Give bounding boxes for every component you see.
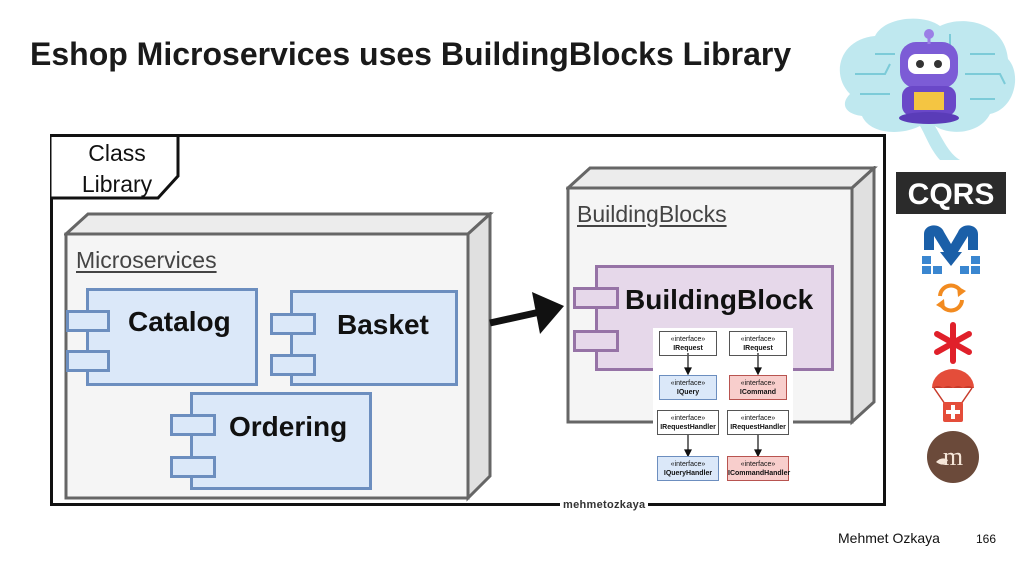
slide-title: Eshop Microservices uses BuildingBlocks … [30,36,792,72]
sync-icon [936,283,966,313]
dependency-arrow [489,292,564,334]
basket-component [290,290,458,386]
mediatr-icon [922,225,980,274]
svg-text:m: m [943,442,963,471]
author-name: Mehmet Ozkaya [838,530,940,546]
parachute-icon [932,369,974,422]
buildingblock-port-bottom [573,330,619,352]
ordering-port-bottom [170,456,216,478]
frame-tab [51,134,180,200]
robot-mascot-icon [839,18,1016,161]
catalog-label: Catalog [128,306,231,337]
icommand-interface: «interface»ICommand [729,375,787,400]
buildingblock-port-top [573,287,619,309]
buildingblock-label: BuildingBlock [625,284,814,315]
icommandhandler-interface: «interface»ICommandHandler [727,456,790,481]
watermark: mehmetozkaya [560,499,649,511]
basket-label: Basket [337,309,429,340]
basket-port-top [270,313,316,335]
irequest-interface-right: «interface»IRequest [729,331,787,356]
frame-tab-label: Class Library [81,140,153,197]
catalog-component [86,288,258,386]
irequesthandler-interface-right: «interface»IRequestHandler [727,410,789,435]
catalog-port-bottom [66,350,110,372]
iqueryhandler-interface: «interface»IQueryHandler [657,456,719,481]
basket-port-bottom [270,354,316,376]
irequest-interface-left: «interface»IRequest [659,331,717,356]
iquery-interface: «interface»IQuery [659,375,717,400]
ordering-label: Ordering [229,411,348,442]
buildingblocks-label: BuildingBlocks [577,201,727,227]
marten-icon: m [927,431,979,483]
svg-text:CQRS: CQRS [908,178,995,211]
ordering-component [190,392,372,490]
interface-arrows [684,353,762,458]
irequesthandler-interface-left: «interface»IRequestHandler [657,410,719,435]
asterisk-icon [934,322,972,364]
catalog-port-top [66,310,110,332]
ordering-port-top [170,414,216,436]
page-number: 166 [976,532,997,546]
cqrs-logo: CQRS [896,172,1006,214]
microservices-label: Microservices [76,247,217,273]
